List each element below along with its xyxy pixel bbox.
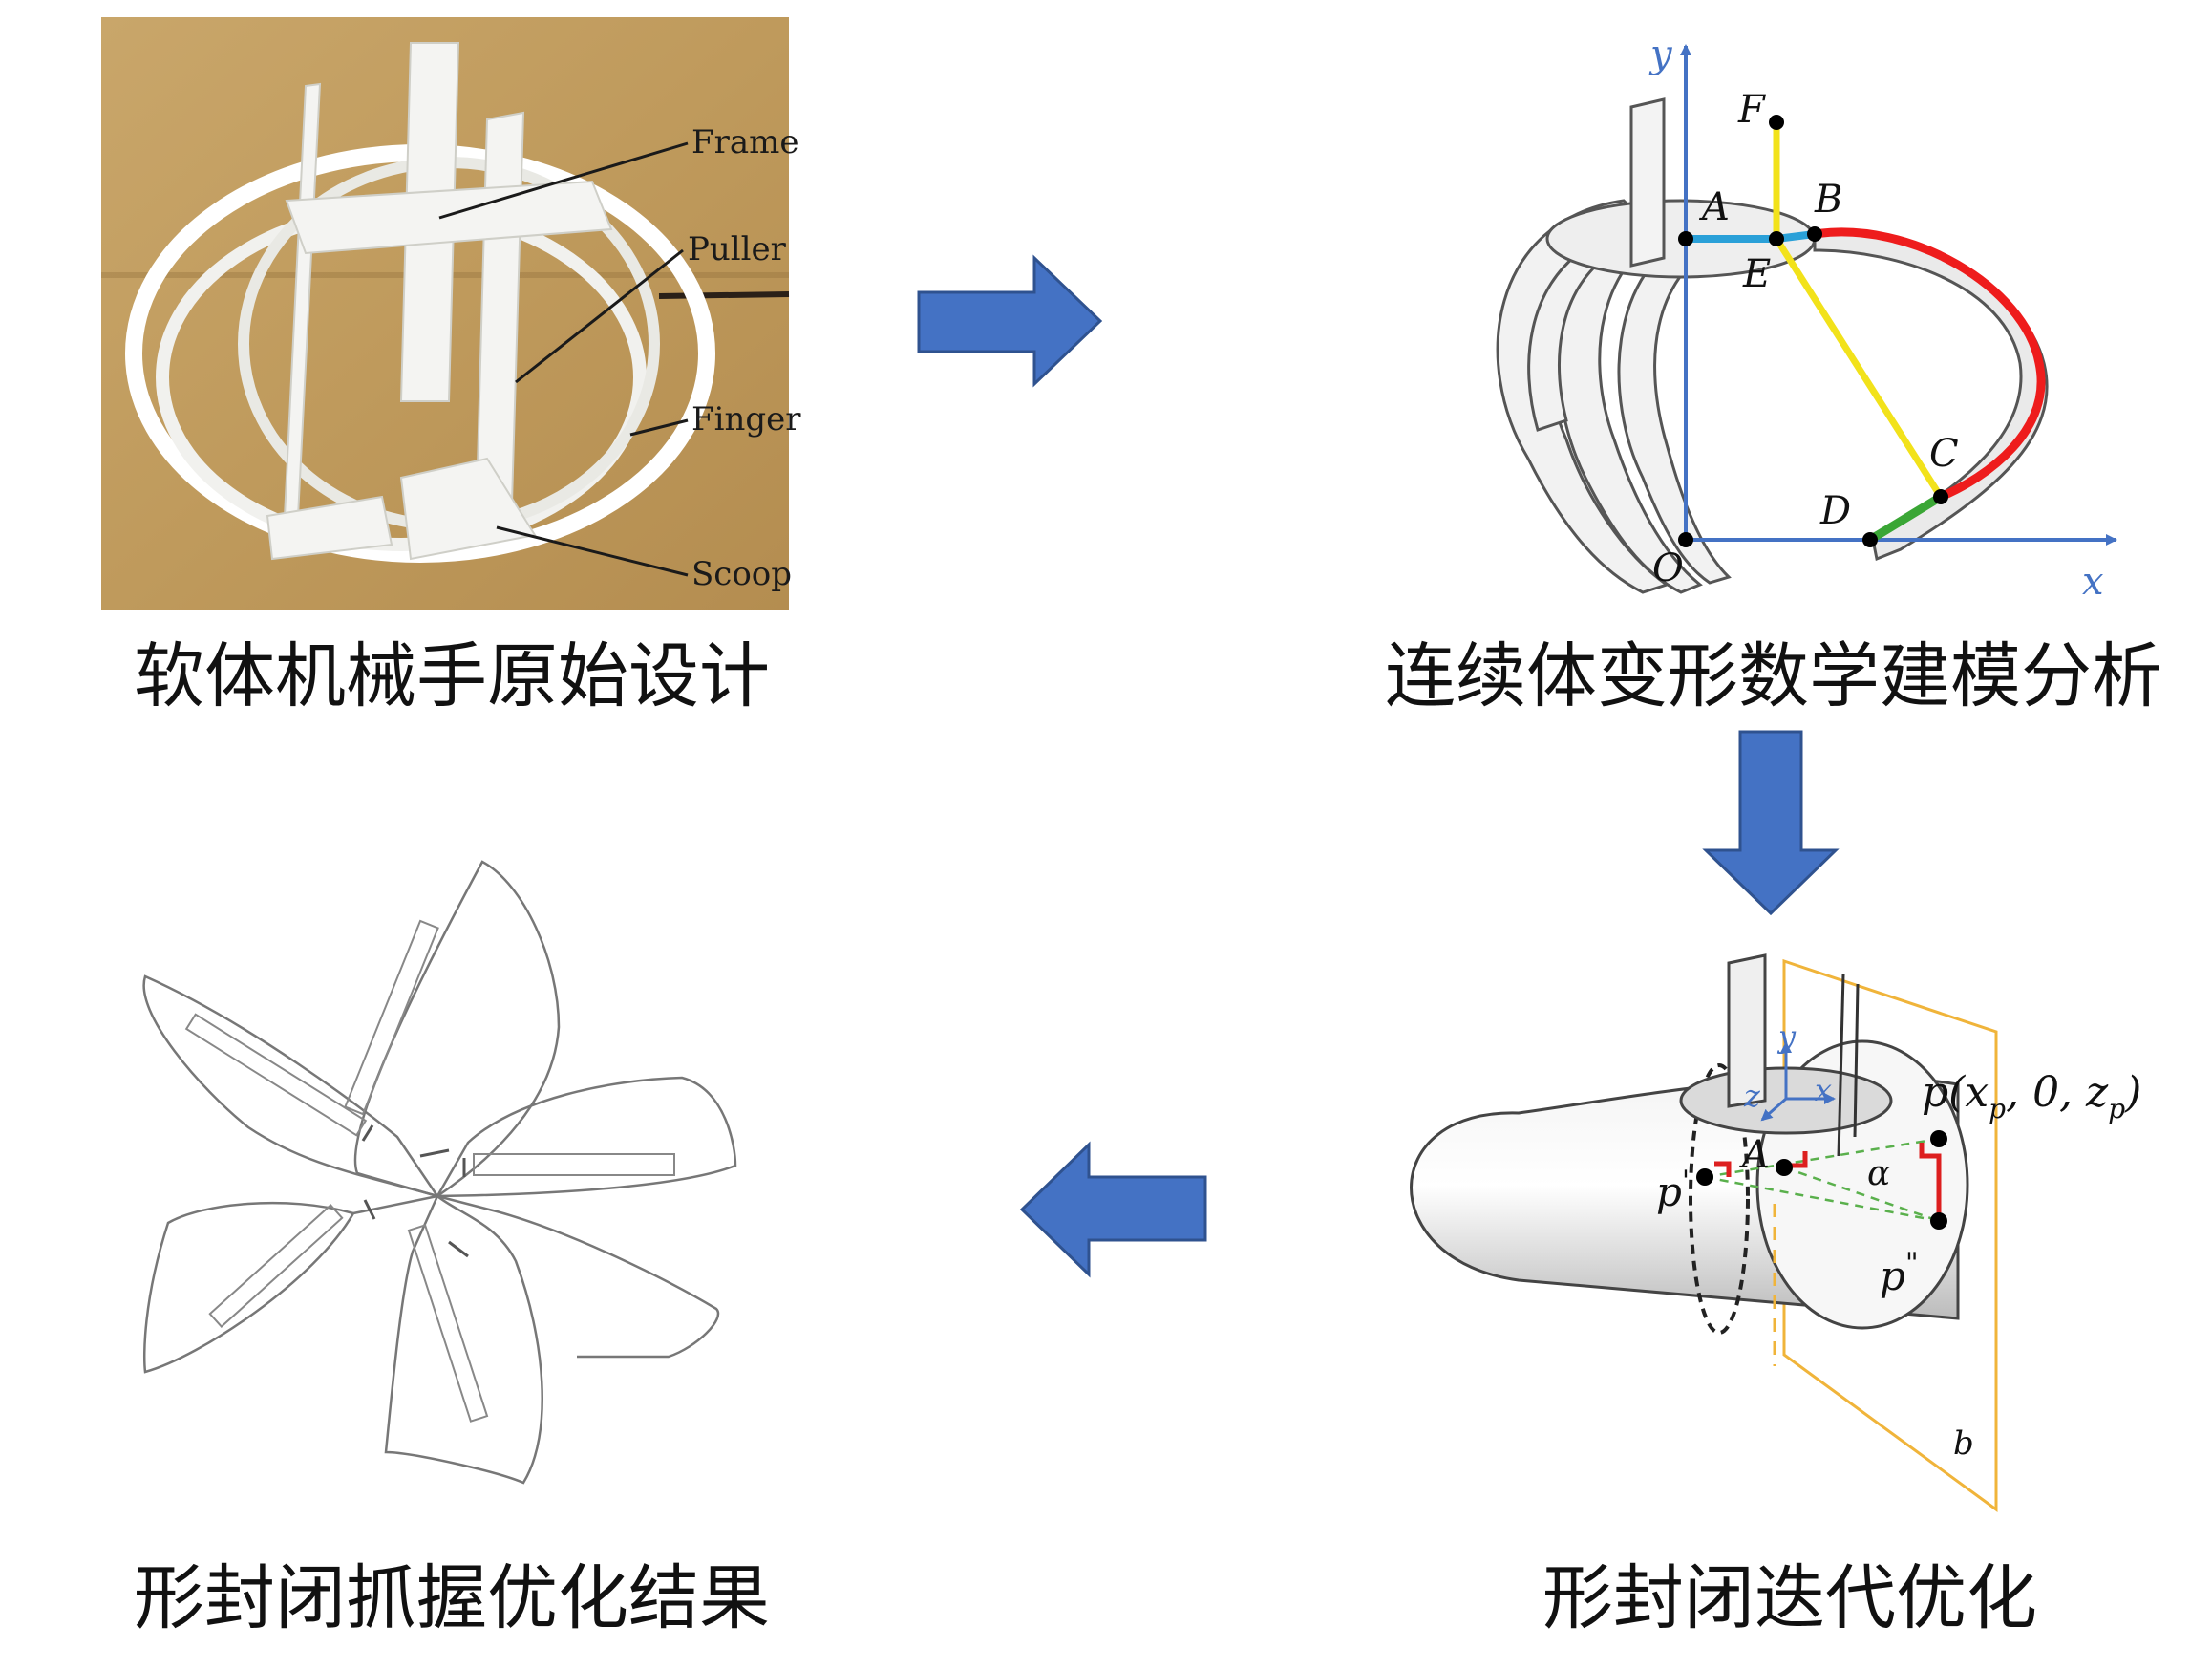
- label-puller: Puller: [688, 230, 787, 268]
- arrow-down: [1702, 730, 1840, 916]
- caption-form-closure-iteration: 形封闭迭代优化: [1542, 1557, 2037, 1639]
- caption-original-design: 软体机械手原始设计: [134, 635, 770, 717]
- label-p-double-prime: p": [1880, 1247, 1919, 1299]
- arrow-right: [917, 254, 1103, 388]
- label-finger: Finger: [691, 400, 801, 439]
- point-F: F: [1737, 88, 1766, 132]
- small-axis-y: y: [1776, 1018, 1797, 1055]
- original-design-photo: Frame Puller Finger Scoop: [101, 17, 801, 610]
- point-D: D: [1819, 489, 1851, 533]
- label-frame: Frame: [691, 123, 798, 161]
- axis-x-label: x: [2082, 560, 2104, 604]
- axis-y-label: y: [1648, 32, 1673, 76]
- form-closure-figure: p(xp, 0, zp) p' p" A α b y x z: [1410, 953, 2141, 1512]
- point-C: C: [1929, 432, 1959, 476]
- continuum-model-figure: y x O A B C D E F: [1496, 32, 2117, 604]
- point-A: A: [1698, 185, 1730, 229]
- small-axis-z: z: [1743, 1078, 1761, 1114]
- label-p-prime: p': [1656, 1165, 1690, 1215]
- label-scoop: Scoop: [691, 555, 792, 593]
- small-axis-x: x: [1815, 1072, 1832, 1108]
- optimized-pattern: [142, 860, 737, 1485]
- caption-optimized-result: 形封闭抓握优化结果: [134, 1557, 770, 1639]
- point-E: E: [1742, 252, 1771, 296]
- caption-continuum-modeling: 连续体变形数学建模分析: [1385, 635, 2162, 717]
- point-O: O: [1652, 546, 1684, 590]
- label-A: A: [1738, 1133, 1770, 1177]
- arrow-left: [1019, 1141, 1207, 1278]
- label-p: p(xp, 0, zp): [1922, 1068, 2141, 1124]
- point-B: B: [1814, 178, 1842, 222]
- label-alpha: α: [1867, 1154, 1890, 1193]
- label-b: b: [1953, 1424, 1974, 1463]
